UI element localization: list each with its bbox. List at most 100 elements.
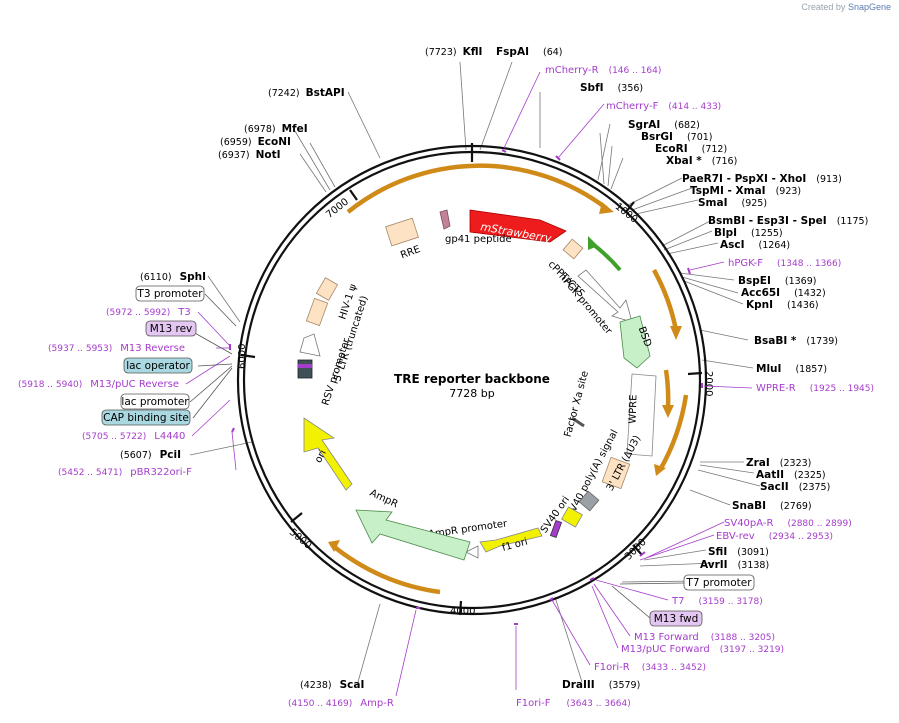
primer-t7-name: T7 — [671, 596, 684, 607]
primer-mcherryf-name: mCherry-F — [606, 101, 659, 112]
site-bspei-name: BspEI — [738, 275, 771, 287]
primer-marks — [229, 149, 703, 625]
site-sbfi-pos: (356) — [618, 83, 644, 94]
site-sbfi-name: SbfI — [580, 82, 604, 94]
orf-arc-2 — [652, 268, 679, 331]
site-mfei-pos: (6978) — [244, 124, 276, 135]
site-bstapi: (7242)BstAPI — [268, 87, 345, 99]
wpre-feature — [626, 373, 657, 457]
sv40pa-feature — [578, 490, 600, 512]
rre-feature — [385, 217, 419, 247]
site-kpni-pos: (1436) — [787, 300, 819, 311]
site-draiii-pos: (3579) — [609, 680, 641, 691]
primer-m13pucfwd-name: M13/pUC Forward — [621, 644, 710, 655]
lacpromoter-box-label: lac promoter — [121, 396, 189, 408]
site-noti-pos: (6937) — [218, 150, 250, 161]
site-mfei: (6978)MfeI — [244, 123, 308, 135]
cap-box — [101, 409, 191, 426]
site-scai-name: ScaI — [340, 679, 365, 691]
primer-m13fwd-range: (3188 .. 3205) — [711, 633, 775, 643]
site-bsabi-name: BsaBI * — [754, 335, 797, 347]
primer-hpgkf: hPGK-F (1348 .. 1366) — [728, 258, 841, 269]
site-tspmi-pos: (923) — [776, 186, 802, 197]
primer-sv40par-name: SV40pA-R — [724, 518, 773, 529]
primer-sv40par-range: (2880 .. 2899) — [787, 519, 851, 529]
primer-sv40par: SV40pA-R (2880 .. 2899) — [724, 518, 852, 529]
feature-box-leaders — [185, 293, 686, 619]
site-zrai-pos: (2323) — [780, 458, 812, 469]
site-paer7i-name: PaeR7I - PspXI - XhoI — [682, 173, 806, 185]
m13rev-box-label: M13 rev — [150, 323, 193, 335]
primer-f1orir-range: (3433 .. 3452) — [642, 663, 706, 673]
small-promoter-feature — [549, 519, 563, 539]
site-ecori-name: EcoRI — [655, 143, 688, 155]
t7promoter-box — [683, 574, 755, 591]
site-aatii-name: AatII — [756, 469, 784, 481]
site-kfli: (7723)KflI — [425, 46, 482, 58]
site-scai-pos: (4238) — [300, 680, 332, 691]
site-sgrai: SgrAI(682) — [628, 119, 700, 131]
site-sphi: (6110)SphI — [140, 271, 206, 283]
orf-arc-4 — [658, 394, 689, 472]
ampr-feature — [355, 509, 471, 561]
m13rev-box — [145, 320, 197, 337]
site-avrii: AvrII(3138) — [700, 559, 769, 571]
f1ori-feature — [479, 527, 543, 553]
primer-f1orif-name: F1ori-F — [516, 698, 551, 709]
site-sgrai-name: SgrAI — [628, 119, 660, 131]
primer-pbr322-range: (5452 .. 5471) — [58, 468, 122, 478]
primer-l4440-range: (5705 .. 5722) — [82, 432, 146, 442]
primer-m13rev: (5937 .. 5953)M13 Reverse — [48, 343, 185, 354]
site-snabi: SnaBI (2769) — [732, 500, 812, 512]
primer-wprer-range: (1925 .. 1945) — [810, 384, 874, 394]
site-snabi-pos: (2769) — [780, 501, 812, 512]
site-smai-pos: (925) — [742, 198, 768, 209]
primer-mcherryr: mCherry-R (146 .. 164) — [545, 65, 661, 76]
site-asci-pos: (1264) — [759, 240, 791, 251]
site-scai: (4238) ScaI — [300, 679, 364, 691]
site-sfii-name: SfiI — [708, 546, 727, 558]
primer-wprer: WPRE-R(1925 .. 1945) — [756, 383, 874, 394]
primer-hpgkf-name: hPGK-F — [728, 258, 763, 269]
orf-arrowheads — [328, 202, 682, 552]
mstrawberry-feature — [469, 209, 567, 243]
map-length: 7728 bp — [449, 387, 494, 400]
factorxa-label: Factor Xa site — [563, 370, 591, 439]
cppt-feature — [562, 238, 584, 260]
primer-f1orir: F1ori-R(3433 .. 3452) — [594, 662, 706, 673]
site-asci: AscI(1264) — [720, 239, 790, 251]
primer-mcherryr-name: mCherry-R — [545, 65, 599, 76]
site-bsmbi: BsmBI - Esp3I - SpeI(1175) — [708, 215, 868, 227]
site-smai-name: SmaI — [698, 197, 728, 209]
site-noti: (6937)NotI — [218, 149, 281, 161]
primer-t7: T7(3159 .. 3178) — [671, 596, 763, 607]
sv40ori-feature — [561, 506, 583, 528]
leader-lines — [189, 61, 761, 683]
site-snabi-name: SnaBI — [732, 500, 766, 512]
site-bsrgi-pos: (701) — [687, 132, 713, 143]
snapgene-watermark: Created by SnapGene — [801, 2, 891, 12]
t3promoter-box-label: T3 promoter — [136, 288, 203, 300]
site-bspei-pos: (1369) — [785, 276, 817, 287]
site-kpni-name: KpnI — [746, 299, 773, 311]
site-kfli-pos: (7723) — [425, 47, 457, 58]
primer-m13fwd-name: M13 Forward — [634, 632, 699, 643]
site-draiii-name: DraIII — [562, 679, 595, 691]
site-mlui-name: MluI — [756, 363, 781, 375]
site-mlui: MluI(1857) — [756, 363, 827, 375]
lacpromoter-box — [120, 393, 190, 410]
primer-t3-range: (5972 .. 5992) — [106, 308, 170, 318]
site-blpi-name: BlpI — [714, 227, 737, 239]
orf-arc-5 — [330, 543, 441, 595]
site-sacii-name: SacII — [760, 481, 789, 493]
primer-hpgkf-range: (1348 .. 1366) — [777, 259, 841, 269]
site-aatii: AatII (2325) — [756, 469, 826, 481]
primer-l4440-name: L4440 — [154, 431, 185, 442]
lacoperator-box — [123, 357, 193, 374]
primer-mcherryr-range: (146 .. 164) — [609, 66, 662, 76]
primer-m13rev-range: (5937 .. 5953) — [48, 344, 112, 354]
site-aatii-pos: (2325) — [794, 470, 826, 481]
primer-t3: (5972 .. 5992)T3 — [106, 307, 191, 318]
site-sacii: SacII(2375) — [760, 481, 830, 493]
site-avrii-pos: (3138) — [738, 560, 770, 571]
